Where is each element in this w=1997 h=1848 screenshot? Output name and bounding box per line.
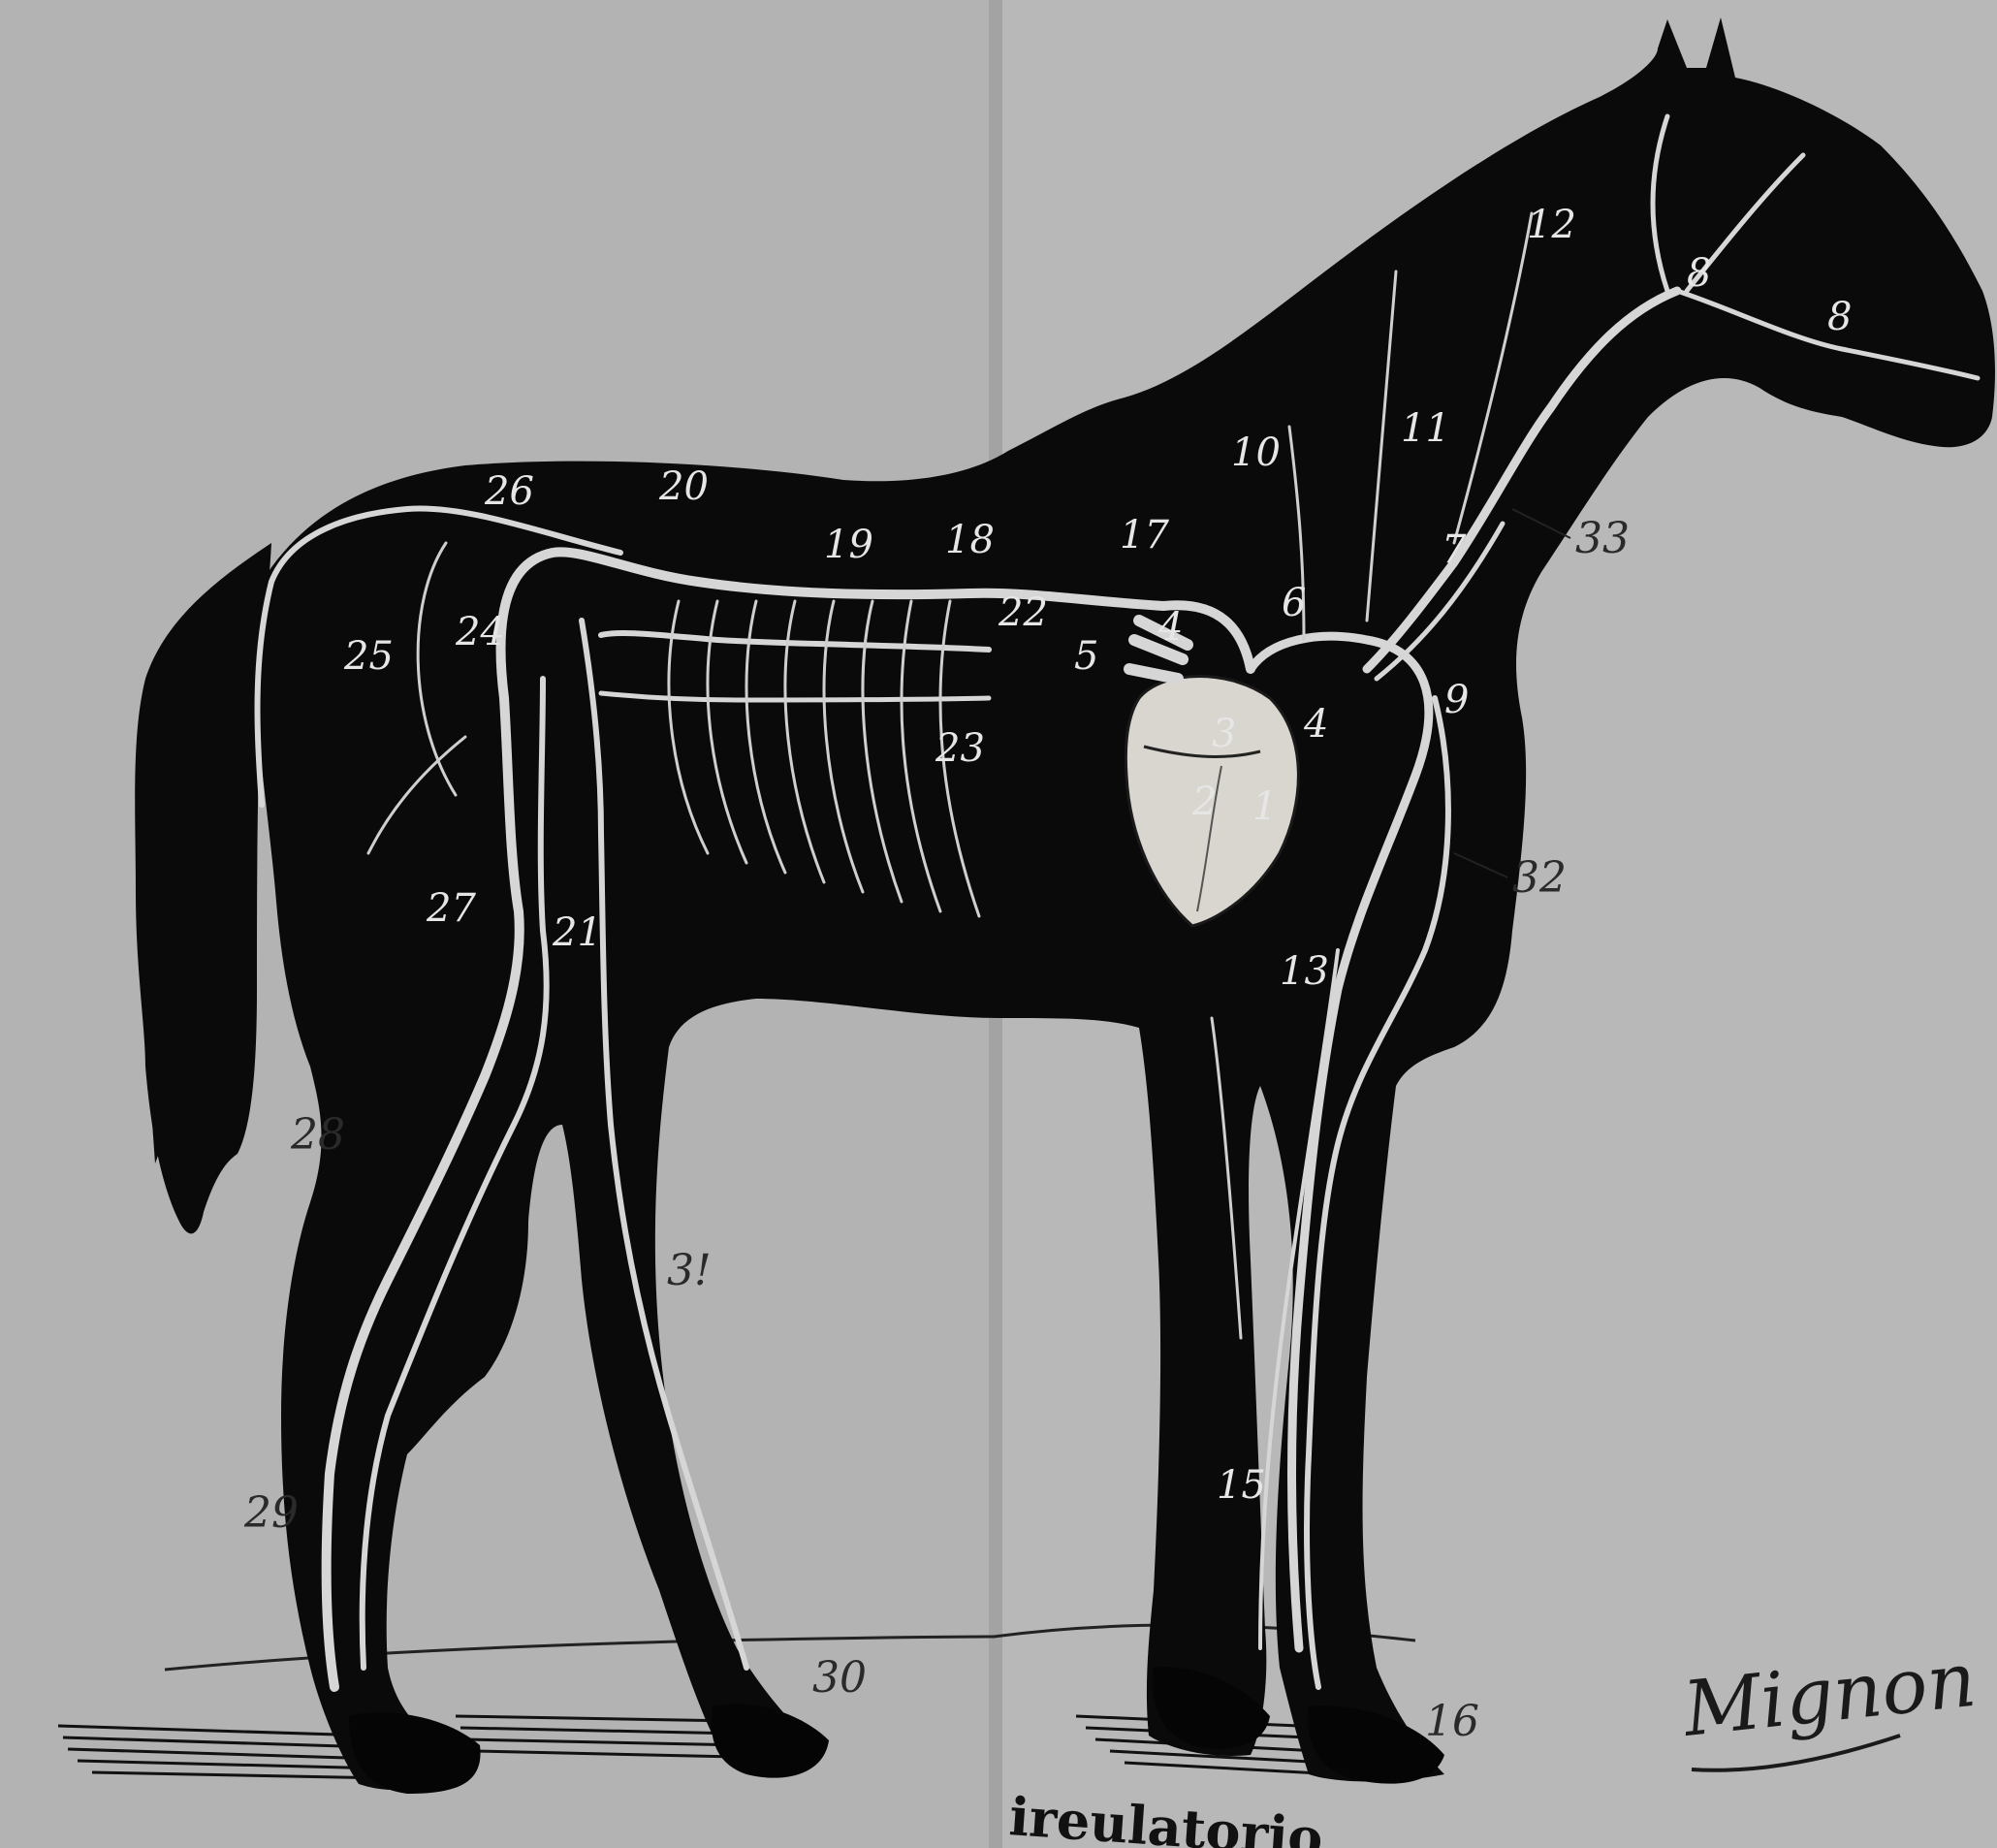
label-8b: 8: [1827, 295, 1852, 339]
label-16: 16: [1425, 1697, 1479, 1746]
label-21: 21: [552, 910, 602, 955]
label-30: 30: [812, 1653, 867, 1703]
label-24: 24: [455, 610, 505, 654]
label-4b: 4: [1303, 702, 1328, 747]
label-15: 15: [1217, 1463, 1266, 1508]
label-2: 2: [1191, 780, 1217, 824]
label-23: 23: [935, 726, 985, 771]
label-12: 12: [1527, 203, 1576, 247]
label-9: 9: [1444, 678, 1469, 722]
label-18: 18: [945, 518, 995, 562]
label-3: 3: [1212, 712, 1236, 756]
label-25: 25: [343, 634, 394, 679]
label-27: 27: [426, 886, 476, 931]
label-26: 26: [484, 469, 534, 514]
label-8a: 8: [1687, 251, 1711, 296]
label-20: 20: [658, 464, 709, 509]
label-22: 22: [998, 590, 1048, 635]
label-6: 6: [1282, 581, 1306, 625]
label-7: 7: [1442, 527, 1467, 572]
label-4a: 4: [1157, 605, 1183, 650]
label-11: 11: [1401, 406, 1450, 451]
label-10: 10: [1231, 430, 1281, 475]
label-33: 33: [1575, 514, 1630, 563]
label-5: 5: [1074, 634, 1098, 679]
label-31: 3!: [667, 1246, 712, 1295]
label-32: 32: [1512, 853, 1567, 903]
label-29: 29: [243, 1488, 299, 1538]
label-28: 28: [290, 1110, 345, 1160]
label-13: 13: [1280, 949, 1329, 994]
label-17: 17: [1120, 513, 1169, 558]
label-1: 1: [1252, 784, 1277, 829]
label-19: 19: [824, 523, 873, 567]
